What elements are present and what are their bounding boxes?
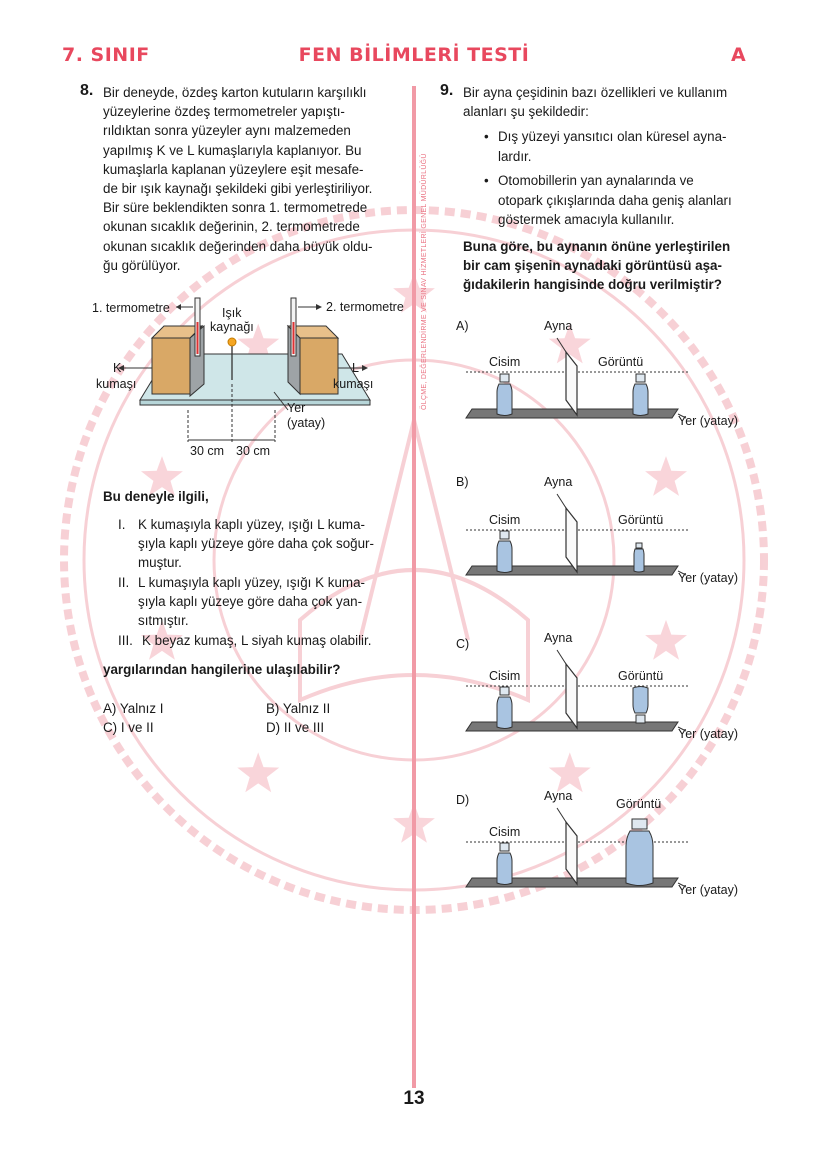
image-label: Görüntü <box>618 513 663 527</box>
image-label: Görüntü <box>598 355 643 369</box>
q8-line: rıldıktan sonra yüzeyler aynı malzemeden <box>103 123 351 139</box>
q8-text: Bir deneyde, özdeş karton kutuların karş… <box>103 83 408 275</box>
watermark-star-icon <box>548 752 591 793</box>
q9-option-b-figure[interactable]: B) Ayna Cisim Görüntü Yer (yatay) <box>452 474 752 594</box>
image-label: Görüntü <box>616 797 661 811</box>
mirror-label: Ayna <box>544 789 572 803</box>
column-divider <box>412 86 416 1088</box>
q9-question: Buna göre, bu aynanın önüne yerleştirile… <box>463 239 731 293</box>
l-fabric-label: kumaşı <box>333 377 373 391</box>
q8-option-a[interactable]: A) Yalnız I <box>103 701 164 716</box>
distance-label-1: 30 cm <box>190 444 224 458</box>
page-number: 13 <box>403 1088 425 1109</box>
q8-option-c[interactable]: C) I ve II <box>103 720 154 735</box>
bottle-image-large <box>625 818 654 886</box>
grade-label: 7. SINIF <box>62 44 150 66</box>
q8-line: Bir deneyde, özdeş karton kutuların karş… <box>103 85 367 100</box>
ground-label-2: (yatay) <box>287 416 325 430</box>
distance-label-2: 30 cm <box>236 444 270 458</box>
left-box <box>151 337 191 395</box>
thermometer-1-label: 1. termometre <box>92 301 170 315</box>
q9-option-a-figure[interactable]: A) Ayna Cisim Görüntü Yer (yatay) <box>452 318 752 438</box>
option-label: B) <box>456 475 469 489</box>
q9-intro: Bir ayna çeşidinin bazı özellikleri ve k… <box>463 85 728 120</box>
thermometer-2-label: 2. termometre <box>326 300 404 314</box>
bottle-image-inverted <box>632 686 649 724</box>
object-label: Cisim <box>489 825 520 839</box>
watermark-star-icon <box>645 456 687 496</box>
mirror <box>565 506 578 574</box>
q8-line: Bir süre beklendikten sonra 1. termometr… <box>103 200 368 216</box>
object-label: Cisim <box>489 669 520 683</box>
watermark-star-icon <box>141 456 183 496</box>
watermark-star-icon <box>141 619 183 660</box>
watermark-star-icon <box>645 619 687 660</box>
q8-option-d[interactable]: D) II ve III <box>266 720 325 735</box>
page-header: 7. SINIF FEN BİLİMLERİ TESTİ A <box>0 40 828 70</box>
q8-line: okunan sıcaklık değerinin, 2. termometre… <box>103 219 360 235</box>
k-fabric-label: kumaşı <box>96 377 136 391</box>
bottle-image <box>632 373 649 416</box>
ground-label: Yer (yatay) <box>678 727 738 741</box>
q8-question: yargılarından hangilerine ulaşılabilir? <box>103 662 341 677</box>
image-label: Görüntü <box>618 669 663 683</box>
watermark-star-icon <box>237 752 280 793</box>
test-title: FEN BİLİMLERİ TESTİ <box>298 44 530 66</box>
mirror-label: Ayna <box>544 631 572 645</box>
watermark-star-icon <box>548 323 591 364</box>
bottle-object <box>496 686 513 729</box>
mirror <box>565 662 578 730</box>
q8-line: de bir ışık kaynağı şekildeki gibi yerle… <box>103 181 373 197</box>
bottle-object <box>496 373 513 416</box>
watermark-star-icon <box>237 323 280 364</box>
bottle-image <box>633 542 645 573</box>
object-label: Cisim <box>489 513 520 527</box>
mirror-label: Ayna <box>544 319 572 333</box>
q9-option-d-figure[interactable]: D) Ayna Cisim Görüntü Yer (yatay) <box>452 786 752 906</box>
option-label: D) <box>456 793 469 807</box>
q8-stem: Bu deneyle ilgili, <box>103 489 209 504</box>
option-label: A) <box>456 319 469 333</box>
k-label: K <box>113 361 122 375</box>
q8-line: ğu görülüyor. <box>103 257 181 273</box>
q9-option-c-figure[interactable]: C) Ayna Cisim Görüntü Yer (yatay) <box>452 630 752 750</box>
mirror <box>565 820 578 886</box>
q8-line: yüzeylerine özdeş termometreler yapıştı- <box>103 104 345 120</box>
q8-line: kumaşlarla kaplanan yüzeylere eşit mesaf… <box>103 161 364 177</box>
q8-option-b[interactable]: B) Yalnız II <box>266 701 331 716</box>
object-label: Cisim <box>489 355 520 369</box>
option-label: C) <box>456 637 469 651</box>
ground-label: Yer (yatay) <box>678 883 738 897</box>
bottle-object <box>496 530 513 573</box>
l-label: L <box>352 361 359 375</box>
q8-line: okunan sıcaklık değerinden daha büyük ol… <box>103 238 373 254</box>
light-source-label-2: kaynağı <box>210 320 254 334</box>
booklet-label: A <box>731 44 747 66</box>
mirror-label: Ayna <box>544 475 572 489</box>
bottle-object <box>496 842 513 885</box>
light-source-label: Işık <box>222 306 242 320</box>
light-source-icon <box>227 337 237 347</box>
q8-number: 8. <box>80 82 94 99</box>
q8-experiment-figure: 1. termometre 2. termometre Işık kaynağı… <box>92 297 404 458</box>
q8-line: yapılmış K ve L kumaşlarıyla kaplanıyor.… <box>103 142 362 158</box>
mirror <box>565 350 578 417</box>
ground-label: Yer (yatay) <box>678 414 738 428</box>
q9-number: 9. <box>440 82 454 99</box>
ground-label: Yer <box>287 401 305 415</box>
ground-label: Yer (yatay) <box>678 571 738 585</box>
